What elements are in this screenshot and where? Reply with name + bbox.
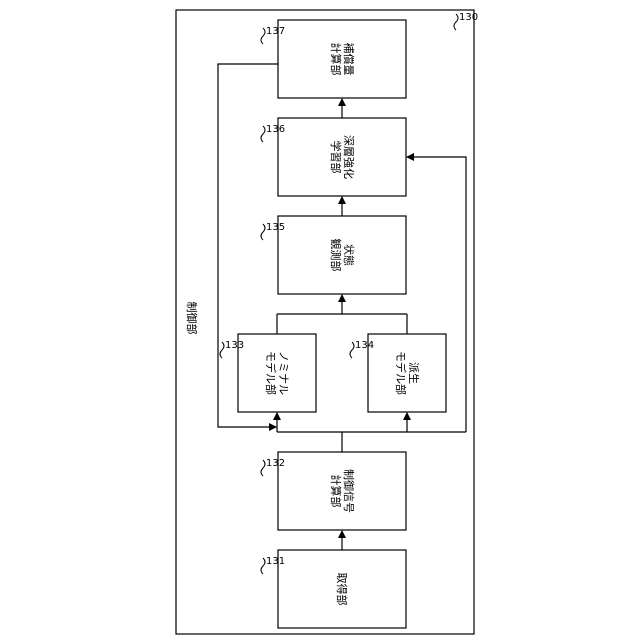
svg-text:137: 137 [266, 26, 285, 37]
svg-text:モデル部: モデル部 [264, 351, 278, 395]
svg-text:134: 134 [355, 340, 374, 351]
svg-text:取得部: 取得部 [335, 573, 349, 606]
svg-text:計算部: 計算部 [329, 43, 343, 76]
svg-text:136: 136 [266, 124, 285, 135]
svg-text:132: 132 [266, 458, 285, 469]
control-unit-label: 制御部 [185, 302, 199, 335]
block-137-label: 補償量 計算部 [329, 43, 356, 76]
svg-text:補償量: 補償量 [342, 43, 356, 76]
svg-text:派生: 派生 [407, 362, 421, 384]
block-131-label: 取得部 [335, 573, 349, 606]
block-136-label: 深層強化 学習部 [329, 135, 356, 179]
svg-text:計算部: 計算部 [329, 475, 343, 508]
svg-text:131: 131 [266, 556, 285, 567]
svg-text:観測部: 観測部 [329, 239, 343, 272]
block-133-label: ノミナル モデル部 [264, 351, 290, 395]
svg-text:ノミナル: ノミナル [277, 351, 290, 395]
control-unit-frame [176, 10, 474, 634]
svg-text:130: 130 [459, 12, 478, 23]
svg-text:学習部: 学習部 [329, 141, 343, 174]
svg-text:133: 133 [225, 340, 244, 351]
svg-text:深層強化: 深層強化 [342, 135, 356, 179]
svg-text:状態: 状態 [342, 244, 356, 266]
svg-text:モデル部: モデル部 [394, 351, 408, 395]
svg-text:制御信号: 制御信号 [342, 469, 356, 513]
block-132-label: 制御信号 計算部 [329, 469, 356, 513]
svg-text:135: 135 [266, 222, 285, 233]
